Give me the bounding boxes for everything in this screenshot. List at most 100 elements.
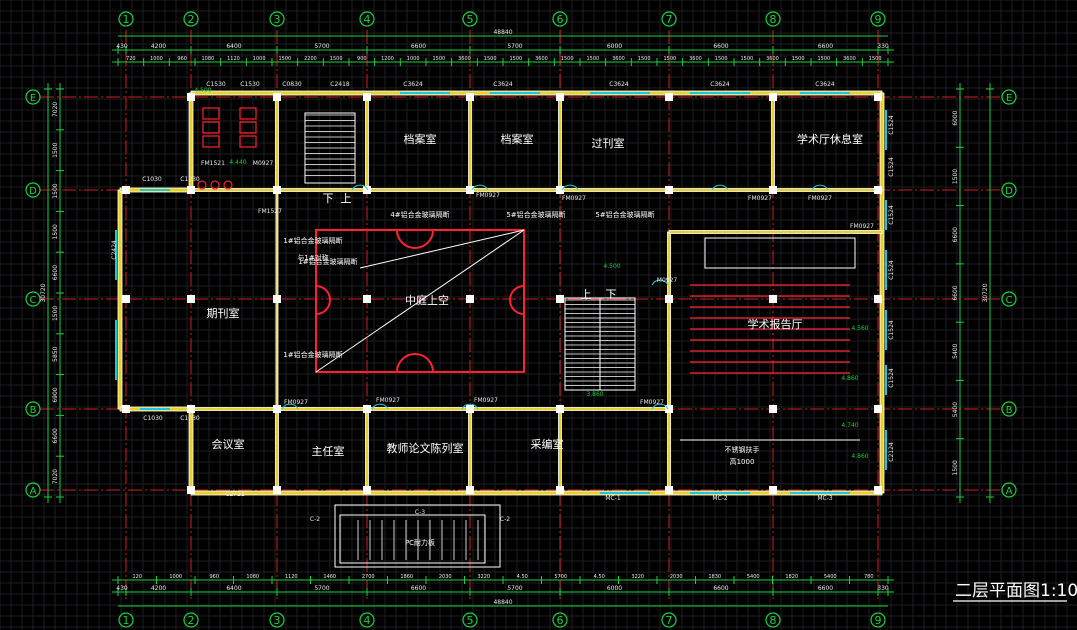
axis-bubble	[25, 182, 41, 198]
dim-text: 6600	[52, 428, 59, 443]
dim-text: 1500	[952, 169, 959, 184]
window-label: C1524	[888, 205, 895, 225]
dim-text: 1500	[52, 306, 59, 321]
window-label: C2424	[111, 240, 118, 260]
dim-text: 2200	[304, 56, 317, 62]
atrium-arc	[315, 285, 331, 315]
note-rail5: 1#铝合金玻璃隔断	[283, 350, 342, 359]
stair-outline	[339, 514, 486, 564]
stair-label-up: 上	[581, 288, 592, 301]
window-label: C1030	[143, 415, 163, 422]
dim-text: 6600	[952, 285, 959, 300]
column	[769, 295, 777, 303]
window-label: C3624	[403, 81, 423, 88]
axis-bubble-label: 2	[188, 13, 195, 26]
column	[273, 186, 281, 194]
dim-text: 2030	[439, 574, 452, 580]
axis-bubble	[765, 11, 781, 27]
wall-segment	[190, 188, 883, 192]
dim-text: 1120	[227, 56, 240, 62]
room-label-periodical-past: 过刊室	[592, 136, 625, 150]
column	[556, 486, 564, 494]
column	[556, 405, 564, 413]
axis-bubble	[1001, 182, 1017, 198]
axis-bubble	[183, 11, 199, 27]
axis-bubble-label: 4	[364, 13, 371, 26]
dim-text: 3220	[477, 574, 490, 580]
dim-text: 1500	[586, 56, 599, 62]
column	[122, 295, 130, 303]
wall-segment	[190, 490, 883, 496]
columns	[122, 93, 882, 494]
dim-text: 6600	[411, 43, 426, 50]
dim-text: 48840	[493, 29, 512, 36]
axis-bubble	[25, 291, 41, 307]
column	[874, 486, 882, 494]
door-swing	[461, 403, 479, 410]
dim-text: 5400	[824, 574, 837, 580]
window-label: MC-3	[817, 495, 833, 502]
wall-segment	[771, 96, 775, 191]
dim-text: 1500	[509, 56, 522, 62]
window-label: C3624	[710, 81, 730, 88]
door-swing	[561, 184, 579, 191]
axis-bubble	[661, 612, 677, 628]
door-label: M0927	[253, 160, 274, 167]
wall-segment	[117, 189, 123, 410]
door-label: FM0927	[476, 192, 500, 199]
axis-bubble	[269, 612, 285, 628]
atrium-arc	[396, 229, 434, 249]
dim-text: 1500	[52, 142, 59, 157]
door-label: FM0927	[640, 399, 664, 406]
wall-segment	[668, 230, 883, 234]
dim-text: 7020	[52, 102, 59, 117]
dim-text: 2030	[670, 574, 683, 580]
wall-segment	[468, 96, 472, 191]
dim-text: 6400	[226, 43, 241, 50]
axis-bubble	[1001, 401, 1017, 417]
dim-text: 1080	[246, 574, 259, 580]
dim-text: 5700	[554, 574, 567, 580]
door-swing	[651, 279, 669, 286]
window-label: C-2	[310, 516, 320, 523]
note-handrail2: 与1#对称	[297, 253, 328, 262]
axis-bubble	[269, 11, 285, 27]
axis-bubble-label: D	[29, 186, 37, 197]
dim-text: 6600	[952, 227, 959, 242]
dim-text: 120	[132, 574, 142, 580]
column	[363, 186, 371, 194]
column	[187, 186, 195, 194]
dim-text: 3600	[843, 56, 856, 62]
window-label: C0830	[282, 81, 302, 88]
column	[273, 93, 281, 101]
column	[769, 405, 777, 413]
dim-text: 1500	[663, 56, 676, 62]
dim-text: 3220	[631, 574, 644, 580]
column	[665, 486, 673, 494]
door-label: M0927	[657, 277, 678, 284]
axis-bubble-label: 8	[770, 13, 777, 26]
level-mark: 4.860	[851, 453, 868, 460]
level-mark: 4.500	[603, 263, 620, 270]
dim-text: 1200	[381, 56, 394, 62]
door-label: FM0927	[748, 195, 772, 202]
column	[122, 405, 130, 413]
dim-text: 6600	[818, 585, 833, 592]
atrium-void	[315, 229, 525, 373]
dim-text: 6600	[713, 43, 728, 50]
dim-text: 960	[177, 56, 187, 62]
dim-text: 1080	[201, 56, 214, 62]
dim-text: 3600	[766, 56, 779, 62]
axis-bubble-label: 5	[467, 13, 474, 26]
note-stair_bottom: PC耐力板	[405, 538, 435, 547]
door-label: FM1521	[201, 160, 225, 167]
dim-text: 1000	[169, 574, 182, 580]
wall-segment	[558, 96, 562, 191]
column	[187, 295, 195, 303]
column	[556, 295, 564, 303]
dim-text: 1000	[253, 56, 266, 62]
basin-fixture	[223, 180, 233, 190]
axis-bubble-label: 3	[274, 13, 281, 26]
